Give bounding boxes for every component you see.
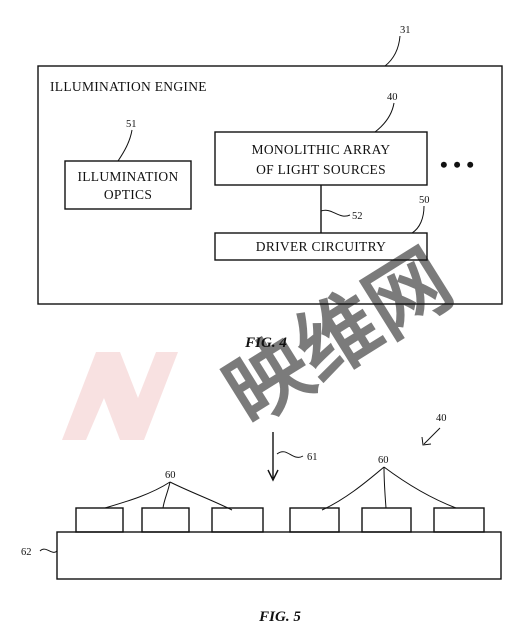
substrate	[56, 531, 502, 580]
emitter	[289, 507, 340, 533]
leader-60-right-c	[383, 466, 457, 509]
leader-50	[411, 205, 425, 234]
optics-label-line2: OPTICS	[104, 187, 152, 202]
optics-ref: 51	[126, 119, 137, 130]
emitter	[75, 507, 124, 533]
leader-60-left-c	[169, 481, 233, 511]
leader-51	[117, 129, 133, 162]
emitter	[361, 507, 412, 533]
figure-4	[37, 35, 503, 305]
continuation-ellipsis: • • •	[440, 152, 474, 177]
figure-5	[39, 427, 502, 580]
driver-label: DRIVER CIRCUITRY	[256, 239, 386, 254]
leader-60-left-a	[104, 481, 171, 509]
fig4-caption: FIG. 4	[244, 335, 287, 351]
watermark-n-mark	[62, 352, 178, 440]
emitter-group-left-ref: 60	[165, 470, 176, 481]
assembly-arrow	[423, 427, 441, 445]
fig5-caption: FIG. 5	[258, 609, 301, 625]
leader-61	[276, 451, 304, 458]
emitter	[211, 507, 264, 533]
emitter	[433, 507, 485, 533]
arrow-ref: 61	[307, 452, 318, 463]
leader-31	[384, 35, 401, 67]
substrate-ref: 62	[21, 547, 32, 558]
leader-60-left-b	[162, 481, 171, 509]
illumination-engine-box	[37, 65, 503, 305]
array-label-line2: OF LIGHT SOURCES	[256, 162, 386, 177]
assembly-ref: 40	[436, 413, 447, 424]
leader-60-right-b	[383, 466, 387, 509]
driver-ref: 50	[419, 195, 430, 206]
connector-ref: 52	[352, 211, 363, 222]
leader-52	[320, 209, 351, 217]
optics-label-line1: ILLUMINATION	[77, 169, 178, 184]
figure-4-text: ILLUMINATION ENGINE 31 ILLUMINATION OPTI…	[50, 25, 474, 351]
assembly-arrowhead	[421, 436, 432, 446]
array-label-line1: MONOLITHIC ARRAY	[252, 142, 391, 157]
leader-60-right-a	[321, 466, 385, 511]
array-ref: 40	[387, 92, 398, 103]
light-source-array-box	[214, 131, 428, 186]
engine-title: ILLUMINATION ENGINE	[50, 79, 207, 94]
leader-62	[39, 548, 58, 553]
figure-5-text: 40 61 62 60 60 FIG. 5	[21, 413, 447, 625]
incident-light-arrowhead	[267, 469, 279, 482]
emitter	[141, 507, 190, 533]
emitter-group-right-ref: 60	[378, 455, 389, 466]
illumination-optics-box	[64, 160, 192, 210]
engine-ref: 31	[400, 25, 411, 36]
leader-40-top	[374, 102, 395, 133]
